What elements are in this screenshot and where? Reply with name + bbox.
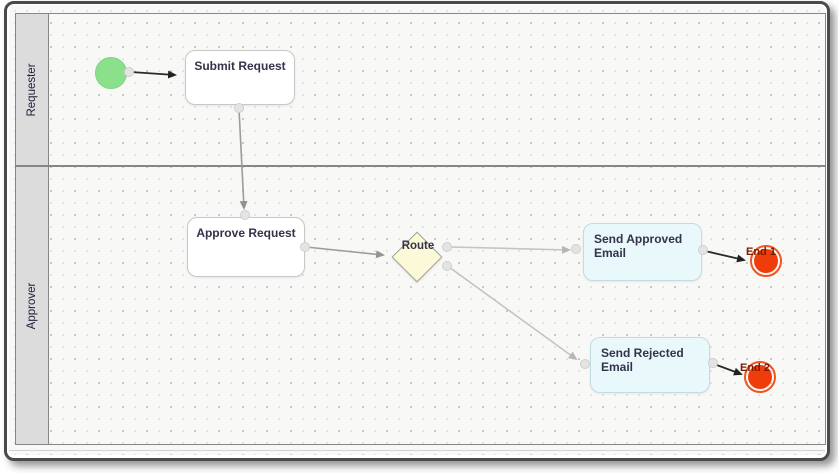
- task-send-rejected-email[interactable]: Send Rejected Email: [590, 337, 710, 393]
- end-event-1-label: End 1: [746, 246, 776, 258]
- task-submit-request-label: Submit Request: [194, 59, 286, 73]
- flow-route-to-approved-email[interactable]: [450, 245, 571, 254]
- task-send-approved-email[interactable]: Send Approved Email: [583, 223, 702, 281]
- flow-route-to-rejected-email[interactable]: [448, 266, 578, 361]
- route-gateway-label: Route: [401, 240, 435, 252]
- canvas-edge-line: [9, 450, 825, 451]
- lane-label-approver: Approver: [26, 282, 38, 330]
- start-event-circle[interactable]: [95, 57, 127, 89]
- lane-divider: [15, 165, 826, 167]
- end-event-1-circle[interactable]: [750, 245, 782, 277]
- task-approve-request-label: Approve Request: [196, 226, 296, 240]
- end-event-2-inner: [748, 365, 772, 389]
- flow-start-to-submit[interactable]: [130, 70, 177, 79]
- task-approve-request[interactable]: Approve Request: [187, 217, 305, 277]
- flow-submit-to-approve[interactable]: [238, 108, 248, 210]
- task-submit-request[interactable]: Submit Request: [185, 50, 295, 105]
- task-send-rejected-email-label: Send Rejected Email: [601, 346, 684, 375]
- lane-header-column[interactable]: [15, 13, 49, 445]
- lane-label-requester: Requester: [26, 63, 38, 117]
- flow-approved-email-to-end1[interactable]: [704, 250, 746, 263]
- end-event-2-label: End 2: [740, 362, 770, 374]
- flow-rejected-email-to-end2[interactable]: [713, 363, 743, 376]
- end-event-2-circle[interactable]: [744, 361, 776, 393]
- flow-approve-to-route[interactable]: [305, 246, 385, 259]
- task-send-approved-email-label: Send Approved Email: [594, 232, 683, 261]
- end-event-1-inner: [754, 249, 778, 273]
